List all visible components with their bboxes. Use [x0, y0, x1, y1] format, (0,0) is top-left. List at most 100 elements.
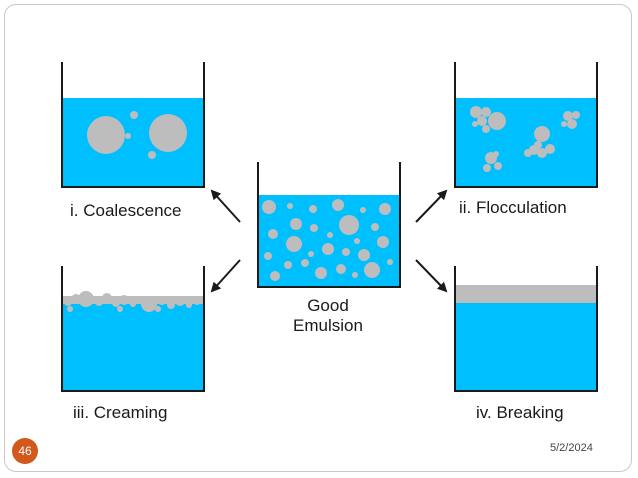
droplet [567, 119, 577, 129]
label-flocculation: ii. Flocculation [459, 198, 567, 217]
water-creaming [62, 302, 204, 390]
droplet [130, 111, 138, 119]
droplet [481, 107, 491, 117]
droplet [186, 302, 192, 308]
droplet [67, 306, 73, 312]
label-good: Good [307, 296, 349, 315]
droplet [360, 207, 366, 213]
label-emulsion: Emulsion [293, 316, 363, 335]
droplet [158, 297, 166, 305]
droplet [64, 298, 72, 306]
droplet [534, 141, 542, 149]
arrows [210, 189, 448, 293]
droplet [262, 200, 276, 214]
droplet [268, 229, 278, 239]
droplet [483, 164, 491, 172]
droplet [270, 271, 280, 281]
droplet [310, 224, 318, 232]
container-coalescence [61, 62, 205, 188]
droplet [286, 236, 302, 252]
droplet [482, 125, 490, 133]
droplet [377, 236, 389, 248]
droplet [309, 205, 317, 213]
droplet [561, 121, 567, 127]
droplets-coalescence [87, 111, 187, 159]
droplet [95, 298, 103, 306]
oil-layer-breaking [455, 285, 597, 303]
container-breaking [454, 266, 598, 392]
droplet [284, 261, 292, 269]
droplet [327, 232, 333, 238]
beaker-outline [454, 62, 598, 188]
droplet [308, 251, 314, 257]
droplet [493, 151, 499, 157]
droplet [315, 267, 327, 279]
label-breaking: iv. Breaking [476, 403, 564, 422]
droplet [117, 306, 123, 312]
droplet [322, 243, 334, 255]
droplet [342, 248, 350, 256]
droplet [87, 116, 125, 154]
droplet [175, 296, 185, 306]
beaker-outline [454, 266, 598, 392]
droplet [141, 296, 157, 312]
droplet [264, 252, 272, 260]
beaker-outline [257, 162, 401, 288]
droplet [148, 151, 156, 159]
droplet [477, 116, 487, 126]
droplet [135, 296, 143, 304]
droplet [287, 203, 293, 209]
water-breaking [455, 303, 597, 390]
droplet [149, 114, 187, 152]
droplet [572, 111, 580, 119]
droplet [112, 299, 120, 307]
droplets-flocculation [470, 106, 580, 172]
droplet [339, 215, 359, 235]
droplet [545, 144, 555, 154]
container-flocculation [454, 62, 598, 188]
arrow-to-creaming-icon [210, 259, 241, 293]
droplet [167, 301, 175, 309]
droplet [358, 249, 370, 261]
droplet [488, 112, 506, 130]
container-creaming [61, 266, 205, 392]
cream-layer [62, 296, 204, 304]
droplet [371, 223, 379, 231]
droplet [524, 149, 532, 157]
beaker-outline [61, 62, 205, 188]
label-good-emulsion: Good Emulsion [278, 296, 378, 336]
droplet [472, 121, 478, 127]
beaker-outline [61, 266, 205, 392]
droplet [563, 111, 573, 121]
page-number-badge: 46 [12, 438, 38, 464]
droplet [130, 301, 136, 307]
label-coalescence: i. Coalescence [70, 201, 182, 220]
droplet [290, 218, 302, 230]
droplet [102, 293, 112, 303]
arrow-to-breaking-icon [415, 259, 448, 293]
droplet [125, 133, 131, 139]
droplet [470, 106, 482, 118]
arrow-to-coalescence-icon [210, 189, 241, 223]
droplet [494, 162, 502, 170]
slide-date: 5/2/2024 [550, 442, 593, 454]
arrow-to-flocculation-icon [415, 189, 448, 223]
droplet [119, 295, 129, 305]
droplet [354, 238, 360, 244]
droplet [78, 291, 94, 307]
droplet [534, 126, 550, 142]
droplet [364, 262, 380, 278]
droplets-creaming [62, 291, 204, 312]
droplet [336, 264, 346, 274]
label-creaming: iii. Creaming [73, 403, 168, 422]
droplet [387, 259, 393, 265]
droplet [155, 306, 161, 312]
droplets-good-emulsion [262, 199, 393, 281]
droplet [352, 272, 358, 278]
droplet [537, 148, 547, 158]
droplet [332, 199, 344, 211]
droplet [379, 203, 391, 215]
droplet [193, 297, 201, 305]
droplet [301, 259, 309, 267]
